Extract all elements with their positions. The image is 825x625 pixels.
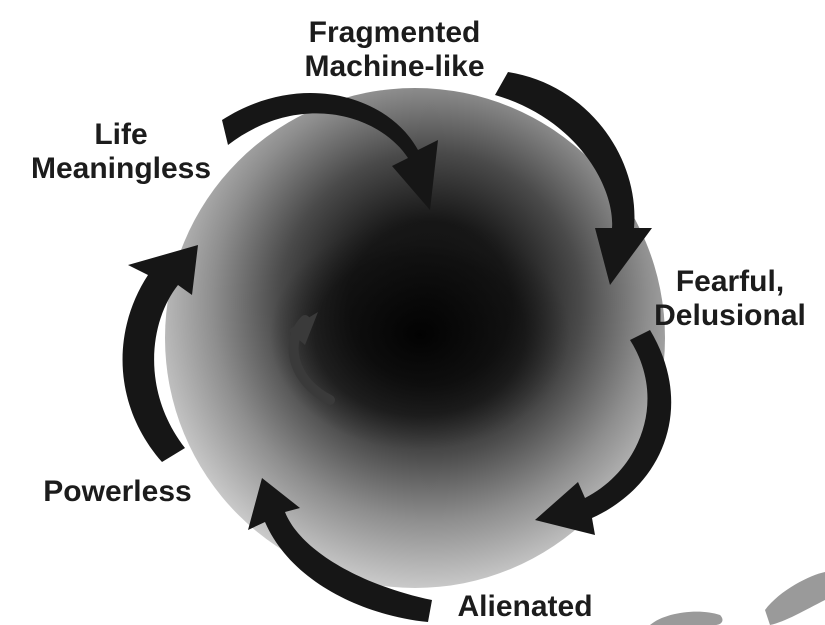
blob-right <box>765 572 825 625</box>
node-fragmented-line-1: Fragmented <box>262 16 527 50</box>
node-powerless-line-1: Powerless <box>10 475 225 509</box>
node-fragmented: Fragmented Machine-like <box>262 16 527 84</box>
decorative-blobs <box>650 572 825 625</box>
node-alienated: Alienated <box>420 590 630 624</box>
node-fragmented-line-2: Machine-like <box>262 50 527 84</box>
blob-left <box>650 612 722 625</box>
node-life-meaningless: Life Meaningless <box>6 118 236 186</box>
node-fearful-line-1: Fearful, <box>630 265 825 299</box>
node-fearful-line-2: Delusional <box>630 299 825 333</box>
node-life-line-1: Life <box>6 118 236 152</box>
node-life-line-2: Meaningless <box>6 152 236 186</box>
node-powerless: Powerless <box>10 475 225 509</box>
node-fearful: Fearful, Delusional <box>630 265 825 333</box>
sphere-inner-shadow <box>270 220 570 450</box>
node-alienated-line-1: Alienated <box>420 590 630 624</box>
